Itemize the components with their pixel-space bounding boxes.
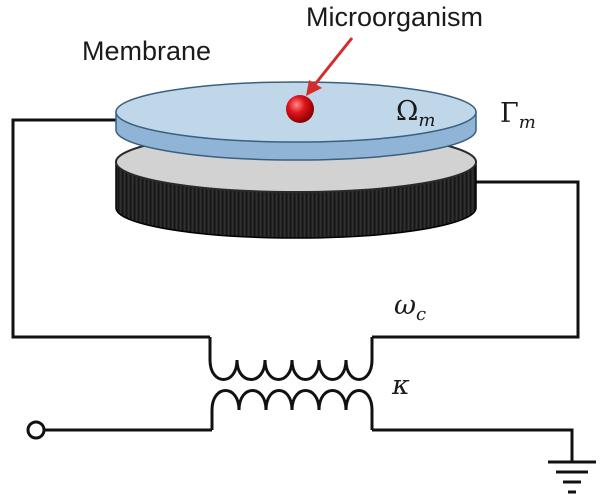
gamma-symbol: Γ	[500, 98, 519, 129]
wire-right-loop	[372, 180, 580, 339]
ground-icon	[548, 460, 596, 494]
terminal-icon	[26, 420, 46, 440]
gamma-m-label: Γm	[500, 100, 536, 132]
omega-symbol: Ω	[396, 96, 419, 127]
omega-m-label: Ωm	[396, 98, 435, 130]
omega-subscript: m	[418, 110, 436, 131]
omega-c-subscript: c	[416, 304, 427, 325]
microorganism-label: Microorganism	[306, 2, 484, 32]
omega-c-symbol: ω	[394, 290, 417, 321]
gamma-subscript: m	[518, 112, 536, 133]
coil-lower-inductor	[210, 389, 374, 430]
coil-upper-inductor	[208, 337, 374, 381]
kappa-label: κ	[392, 370, 410, 401]
wire-to-ground	[372, 428, 574, 462]
microorganism-particle	[286, 95, 314, 123]
circuit-wires	[11, 118, 580, 462]
membrane-label: Membrane	[82, 36, 212, 66]
omega-c-label: ωc	[394, 292, 426, 324]
wire-left-loop	[11, 118, 210, 339]
arrow-icon	[306, 37, 354, 96]
